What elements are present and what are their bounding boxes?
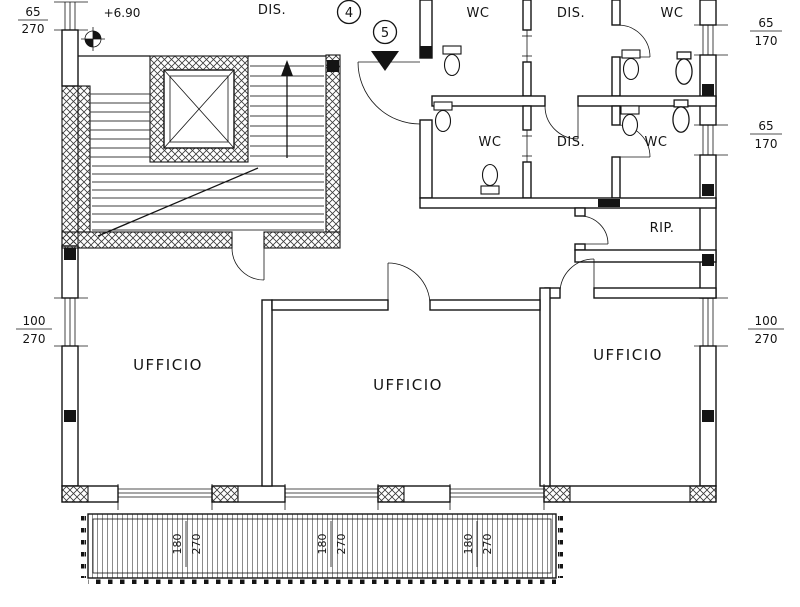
door-arc-corridor <box>357 61 421 125</box>
section-marker-5: 5 <box>372 19 398 45</box>
room-label-ufficio-left: UFFICIO <box>133 356 203 374</box>
dimensions: 65 270 65 170 65 170 100 270 100 270 180… <box>16 5 784 567</box>
dim-num: 100 <box>755 314 778 328</box>
balcony-railing-ticks-bottom <box>88 579 556 584</box>
room-label-wc-mid-right: WC <box>645 135 668 150</box>
balcony-railing-ticks-right <box>558 514 563 578</box>
sliding-door-top <box>522 30 532 62</box>
dim-num: 100 <box>23 314 46 328</box>
door-arc-ufficio-right <box>559 258 595 294</box>
section-marker-4-label: 4 <box>345 6 353 21</box>
stair-direction-arrow-icon <box>281 60 293 158</box>
dim-den: 270 <box>755 332 778 346</box>
dim-den: 270 <box>481 534 494 555</box>
stair-cut-line <box>97 167 259 237</box>
window-left-main <box>54 297 88 347</box>
section-marker-4: 4 <box>336 0 362 25</box>
door-arc-ufficio-center <box>387 262 431 306</box>
section-arrow-icon <box>371 51 399 71</box>
toilet-icon <box>620 105 640 137</box>
room-labels: DIS. WC DIS. WC WC DIS. WC RIP. UFFICIO … <box>133 3 683 394</box>
dimension-window-right-main: 100 270 <box>748 314 784 346</box>
dim-num: 180 <box>171 534 184 555</box>
dimension-balcony-3: 180 270 <box>462 521 494 567</box>
dim-num: 65 <box>758 16 773 30</box>
stairwell <box>78 55 326 237</box>
dim-num: 65 <box>25 5 40 19</box>
fixtures <box>433 45 693 195</box>
window-right-main <box>694 297 728 347</box>
dimension-window-top-left: 65 270 <box>18 5 48 36</box>
bidet-icon <box>672 99 690 133</box>
door-arc-rip <box>579 215 609 245</box>
doors <box>231 24 651 306</box>
annotations: +6.90 4 5 <box>81 0 399 71</box>
door-arc-dis-mid <box>544 105 579 140</box>
elevator-shaft <box>149 55 249 163</box>
interior-walls <box>61 0 717 487</box>
toilet-icon <box>433 101 453 133</box>
room-label-ufficio-center: UFFICIO <box>373 376 443 394</box>
dim-num: 180 <box>316 534 329 555</box>
dim-den: 270 <box>22 22 45 36</box>
window-balcony-1 <box>117 484 213 510</box>
dim-den: 270 <box>190 534 203 555</box>
door-arc-ufficio-left <box>231 247 265 281</box>
window-right-mid <box>694 124 728 156</box>
room-label-dis-mid: DIS. <box>557 135 585 150</box>
dim-den: 270 <box>23 332 46 346</box>
toilet-icon <box>480 163 500 195</box>
room-label-dis-top: DIS. <box>557 6 585 21</box>
dimension-window-right-upper: 65 170 <box>750 16 782 48</box>
section-marker-5-label: 5 <box>381 26 389 41</box>
room-label-wc-top-right: WC <box>661 6 684 21</box>
window-right-upper <box>694 24 728 56</box>
dimension-balcony-2: 180 270 <box>316 521 348 567</box>
wall-marks <box>64 46 714 422</box>
bidet-icon <box>675 51 693 85</box>
window-balcony-2 <box>284 484 379 510</box>
dim-den: 170 <box>755 34 778 48</box>
benchmark-icon <box>81 27 105 51</box>
room-label-rip: RIP. <box>650 221 675 236</box>
window-top-left <box>54 1 88 31</box>
elevation-label: +6.90 <box>104 6 141 20</box>
dim-num: 65 <box>758 119 773 133</box>
window-balcony-3 <box>449 484 545 510</box>
toilet-icon <box>621 49 641 81</box>
dimension-window-right-mid: 65 170 <box>750 119 782 151</box>
balcony <box>81 513 563 584</box>
balcony-deck <box>87 513 557 579</box>
stair-treads <box>90 65 324 231</box>
dimension-balcony-1: 180 270 <box>171 521 203 567</box>
dim-num: 180 <box>462 534 475 555</box>
windows <box>54 1 728 510</box>
balcony-railing-ticks-left <box>81 514 86 578</box>
room-label-wc-top-left: WC <box>467 6 490 21</box>
room-label-ufficio-right: UFFICIO <box>593 346 663 364</box>
room-label-wc-mid-left: WC <box>479 135 502 150</box>
room-label-dis-corridor: DIS. <box>258 3 286 18</box>
dim-den: 270 <box>335 534 348 555</box>
toilet-icon <box>442 45 462 77</box>
sliding-door-mid <box>522 130 532 162</box>
dimension-window-left-main: 100 270 <box>16 314 52 346</box>
dim-den: 170 <box>755 137 778 151</box>
